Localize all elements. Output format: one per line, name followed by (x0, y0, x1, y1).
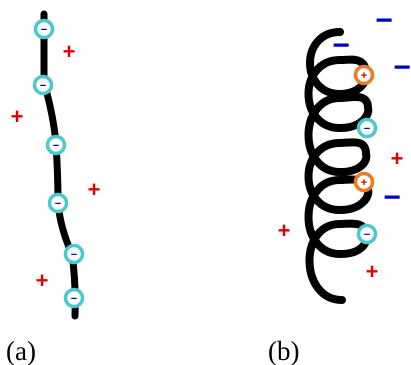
panel-label-a: (a) (6, 336, 36, 365)
minus-sign: − (383, 181, 401, 214)
pos-bead: + (353, 64, 375, 86)
plus-sign: + (391, 146, 404, 171)
neg-bead: − (33, 18, 55, 40)
bead-plus-label: + (361, 70, 367, 82)
bead-minus-label: − (364, 123, 370, 135)
plus-sign: + (63, 39, 76, 64)
neg-bead: − (45, 134, 67, 156)
neg-bead: − (356, 223, 378, 245)
panel-b: + − + − − − − − + + + (b) (268, 4, 411, 365)
panel-a: − − − − − − + + + + (a) (6, 10, 101, 365)
minus-sign: − (393, 51, 411, 84)
bead-minus-label: − (41, 24, 47, 36)
neg-bead: − (47, 192, 69, 214)
bead-minus-label: − (55, 198, 61, 210)
neg-bead: − (356, 117, 378, 139)
bead-minus-label: − (71, 293, 77, 305)
coiled-strand (304, 28, 373, 304)
bead-minus-label: − (71, 249, 77, 261)
plus-sign: + (11, 104, 24, 129)
neg-bead: − (32, 74, 54, 96)
bead-minus-label: − (53, 140, 59, 152)
plus-sign: + (88, 177, 101, 202)
plus-sign: + (36, 268, 49, 293)
minus-sign: − (332, 29, 350, 62)
plus-sign: + (366, 259, 379, 284)
bead-plus-label: + (361, 177, 367, 189)
minus-sign: − (375, 4, 393, 37)
neg-bead: − (63, 287, 85, 309)
panel-label-b: (b) (268, 336, 299, 365)
pos-bead: + (353, 171, 375, 193)
bead-minus-label: − (40, 80, 46, 92)
neg-bead: − (63, 243, 85, 265)
bead-minus-label: − (364, 229, 370, 241)
plus-sign: + (278, 218, 291, 243)
